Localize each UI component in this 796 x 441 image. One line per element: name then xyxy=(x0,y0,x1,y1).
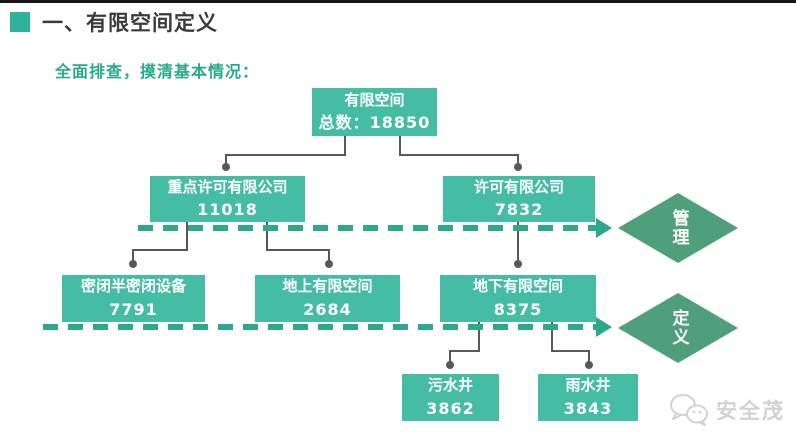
connector-dot xyxy=(222,163,230,171)
dashed-arrow-definition xyxy=(43,324,596,330)
node-label: 雨水井 xyxy=(565,376,611,395)
node-label: 密闭半密闭设备 xyxy=(80,277,186,296)
title-bullet-square xyxy=(10,12,30,32)
connector-line xyxy=(225,154,346,156)
diamond-label: 管理 xyxy=(668,209,689,247)
connector-line xyxy=(478,322,480,352)
connector-line xyxy=(449,352,451,363)
node-aboveground-space: 地上有限空间 2684 xyxy=(255,275,400,322)
node-value: 3843 xyxy=(563,398,613,418)
node-label: 有限空间 xyxy=(344,90,405,109)
connector-dot xyxy=(129,260,137,268)
connector-dot xyxy=(446,361,454,369)
node-key-licensed-companies: 重点许可有限公司 11018 xyxy=(150,176,305,222)
node-underground-space: 地下有限空间 8375 xyxy=(440,275,596,322)
node-label: 地上有限空间 xyxy=(282,277,373,296)
dashed-arrow-management xyxy=(138,225,596,231)
connector-dot xyxy=(325,260,333,268)
node-rain-well: 雨水井 3843 xyxy=(538,374,638,421)
diamond-management: 管理 xyxy=(618,193,738,263)
node-value: 2684 xyxy=(303,299,352,319)
node-label: 许可有限公司 xyxy=(473,177,564,196)
subtitle: 全面排查，摸清基本情况： xyxy=(55,62,260,81)
watermark: 安全茂 xyxy=(668,393,785,427)
connector-dot xyxy=(585,361,593,369)
connector-line xyxy=(588,352,590,363)
connector-line xyxy=(344,136,346,156)
node-value: 7791 xyxy=(109,299,158,319)
connector-dot xyxy=(514,260,522,268)
connector-line xyxy=(132,251,134,262)
connector-line xyxy=(449,350,480,352)
arrowhead-icon xyxy=(596,218,612,238)
node-label: 重点许可有限公司 xyxy=(167,177,288,196)
connector-line xyxy=(328,251,330,262)
node-value: 总数：18850 xyxy=(318,113,431,133)
chat-bubbles-icon xyxy=(670,394,708,426)
node-value: 3862 xyxy=(426,398,475,418)
node-licensed-companies: 许可有限公司 7832 xyxy=(443,176,595,222)
connector-line xyxy=(186,222,188,251)
connector-line xyxy=(225,156,227,165)
top-border-line xyxy=(0,0,796,3)
connector-line xyxy=(132,249,188,251)
diamond-definition: 定义 xyxy=(618,293,738,363)
page-title: 一、有限空间定义 xyxy=(42,11,218,35)
node-value: 8375 xyxy=(493,299,543,319)
connector-line xyxy=(266,222,268,251)
connector-line xyxy=(551,322,553,352)
diamond-label: 定义 xyxy=(668,309,689,347)
node-total-limited-space: 有限空间 总数：18850 xyxy=(312,88,437,136)
connector-line xyxy=(517,156,519,165)
connector-dot xyxy=(514,163,522,171)
node-value: 7832 xyxy=(494,200,544,220)
arrowhead-icon xyxy=(596,317,612,337)
node-sewage-well: 污水井 3862 xyxy=(402,374,499,421)
connector-line xyxy=(517,222,519,260)
node-label: 地下有限空间 xyxy=(472,277,563,296)
connector-line xyxy=(551,350,590,352)
connector-line xyxy=(399,136,401,156)
node-sealed-equipment: 密闭半密闭设备 7791 xyxy=(62,275,205,322)
watermark-brand: 安全茂 xyxy=(716,399,785,423)
connector-line xyxy=(266,249,330,251)
node-value: 11018 xyxy=(197,200,258,220)
connector-line xyxy=(399,154,519,156)
node-label: 污水井 xyxy=(427,376,473,395)
